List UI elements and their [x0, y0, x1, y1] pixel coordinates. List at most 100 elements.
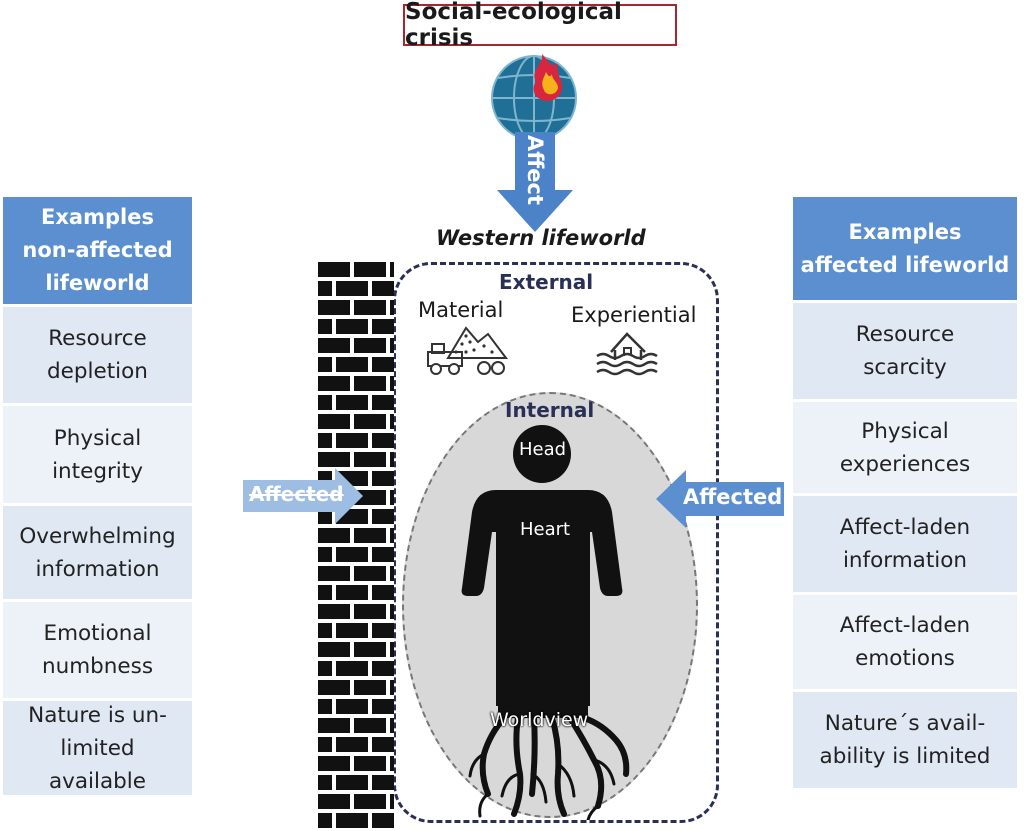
cell-line: Resource: [855, 322, 955, 347]
brick: [372, 623, 394, 638]
brick: [318, 642, 350, 657]
cell-line: integrity: [52, 458, 143, 484]
brick: [336, 395, 368, 410]
brick: [354, 452, 386, 467]
cell-line: numbness: [41, 654, 154, 679]
list-item: Physical experiences: [793, 402, 1017, 493]
cell-line: information: [842, 548, 968, 573]
brick: [390, 414, 394, 429]
brick: [318, 319, 332, 334]
crisis-title: Social-ecological crisis: [403, 0, 677, 51]
person-silhouette-icon: [461, 425, 630, 820]
brick: [318, 718, 350, 733]
brick: [336, 775, 368, 790]
lifeworld-boundary: [393, 262, 719, 823]
lifeworld-label: Western lifeworld: [436, 226, 646, 250]
cell-line: Physical: [53, 425, 142, 451]
affect-arrow-label: Affect: [523, 135, 547, 205]
brick: [336, 585, 368, 600]
header-line: affected lifeworld: [800, 252, 1010, 277]
brick-wall-icon: [318, 262, 394, 828]
affected-arrow-right: [656, 470, 784, 528]
cell-line: Affect-laden: [839, 613, 971, 638]
brick: [318, 338, 350, 353]
non-affected-header: Examples non-affected lifeworld: [3, 197, 192, 304]
brick: [372, 661, 394, 676]
brick: [336, 737, 368, 752]
brick: [372, 737, 394, 752]
internal-label: Internal: [505, 398, 595, 422]
external-label: External: [499, 270, 594, 294]
brick: [318, 623, 332, 638]
header-line: Examples: [848, 219, 962, 244]
brick: [390, 300, 394, 315]
brick: [354, 528, 386, 543]
list-item: Affect-laden information: [793, 496, 1017, 592]
brick: [390, 718, 394, 733]
brick: [390, 604, 394, 619]
list-item: Resource scarcity: [793, 303, 1017, 399]
brick: [318, 794, 350, 809]
non-affected-column: Examples non-affected lifeworld Resource…: [3, 197, 192, 795]
cell-line: Nature is un-: [28, 702, 167, 728]
brick: [336, 319, 368, 334]
affected-right-label: Affected: [683, 485, 783, 509]
list-item: Affect-laden emotions: [793, 595, 1017, 689]
brick: [318, 376, 350, 391]
brick: [390, 338, 394, 353]
brick: [318, 262, 350, 277]
brick: [372, 433, 394, 448]
brick: [318, 604, 350, 619]
list-item: Overwhelming information: [3, 506, 192, 599]
brick: [390, 490, 394, 505]
header-line: Examples: [41, 205, 154, 229]
brick: [336, 813, 368, 828]
brick: [372, 471, 394, 486]
brick: [318, 509, 332, 524]
affect-arrow: [497, 132, 573, 232]
cell-line: experiences: [839, 451, 971, 477]
brick: [318, 661, 332, 676]
brick: [390, 794, 394, 809]
brick: [318, 699, 332, 714]
brick: [336, 699, 368, 714]
brick: [336, 357, 368, 372]
brick: [318, 414, 350, 429]
worldview-label: Worldview: [490, 709, 589, 731]
cell-line: Physical: [861, 418, 949, 444]
experiential-label: Experiential: [571, 303, 697, 327]
affected-left-label: Affected: [249, 482, 344, 506]
brick: [318, 547, 332, 562]
brick: [390, 376, 394, 391]
brick: [372, 357, 394, 372]
header-line: lifeworld: [45, 271, 150, 295]
brick: [354, 718, 386, 733]
brick: [390, 680, 394, 695]
brick: [354, 490, 386, 505]
brick: [372, 547, 394, 562]
quarry-truck-icon: [427, 326, 508, 375]
brick: [318, 737, 332, 752]
brick: [318, 300, 350, 315]
affected-column: Examples affected lifeworld Resource sca…: [793, 197, 1017, 788]
list-item: Nature´s avail- ability is limited: [793, 692, 1017, 788]
heart-label: Heart: [520, 519, 571, 540]
list-item: Nature is un- limited available: [3, 701, 192, 795]
cell-line: ability is limited: [819, 744, 991, 769]
brick: [336, 661, 368, 676]
brick: [336, 623, 368, 638]
brick: [318, 566, 350, 581]
cell-line: scarcity: [863, 355, 947, 380]
brick: [390, 262, 394, 277]
brick: [354, 642, 386, 657]
flooded-house-icon: [596, 332, 658, 376]
cell-line: Overwhelming: [19, 523, 176, 549]
brick: [354, 680, 386, 695]
brick: [354, 300, 386, 315]
brick: [318, 756, 350, 771]
cell-line: limited available: [48, 735, 147, 794]
brick: [318, 680, 350, 695]
brick: [372, 775, 394, 790]
head-label: Head: [519, 439, 567, 460]
brick: [318, 585, 332, 600]
